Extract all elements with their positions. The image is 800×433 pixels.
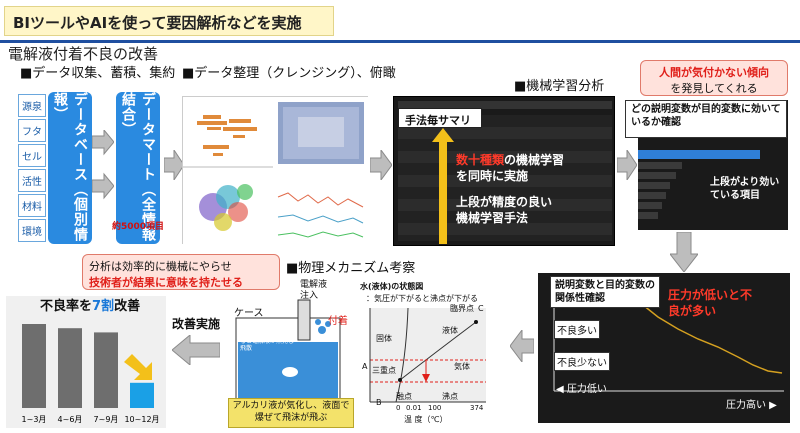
callout-analysis: 分析は効率的に機械にやらせ 技術者が結果に意味を持たせる <box>82 254 280 290</box>
ml-line2: を同時に実施 <box>456 169 529 183</box>
arrow-to-importance <box>617 150 637 180</box>
relation-x-low: ◀ 圧力低い <box>556 384 607 395</box>
database-block: データベース（個別情報） <box>48 92 92 244</box>
relation-x-high: 圧力高い ▶ <box>726 400 777 411</box>
header-divider <box>0 40 800 43</box>
phase-triple: 三重点 <box>372 366 396 375</box>
ml-line4: 機械学習手法 <box>456 211 529 225</box>
improvement-label: 改善実施 <box>172 317 221 331</box>
database-item: 環境 <box>18 219 46 242</box>
result-x-tick: 7~9月 <box>94 415 119 424</box>
result-title-pre: 不良率を <box>40 299 93 314</box>
datamart-block: データマート（全情報結合） <box>116 92 160 244</box>
phase-boiling: 沸点 <box>442 392 458 401</box>
ml-screen-rows <box>398 115 612 241</box>
database-item: 材料 <box>18 194 46 217</box>
result-bar <box>130 382 154 408</box>
section-data-cleansing: ■データ整理（クレンジング）、俯瞰 <box>182 66 396 81</box>
mechanism-inject: 電解液注入 <box>300 280 328 301</box>
phase-subtitle: ：気圧が下がると沸点が下がる <box>366 294 478 303</box>
importance-note: 上段がより効いている項目 <box>710 177 780 201</box>
phase-x-label: 温 度（℃） <box>404 415 448 424</box>
phase-melting: 融点 <box>396 392 412 401</box>
mechanism-diagram <box>226 280 348 428</box>
result-bar <box>22 324 46 408</box>
result-bars: 1~3月 4~6月 7~9月 10~12月 <box>22 324 160 424</box>
relation-y-high: 不良多い <box>554 320 600 339</box>
database-item: 源泉 <box>18 94 46 117</box>
result-title-post: 改善 <box>114 299 141 314</box>
phase-b: B <box>376 398 382 407</box>
arrow-improvement <box>172 335 220 365</box>
database-item-stack: 源泉 フタ セル 活性 材料 環境 <box>18 92 46 244</box>
phase-critical: 臨界点 <box>450 304 474 313</box>
phase-solid: 固体 <box>376 334 392 343</box>
database-label: データベース（個別情報） <box>52 92 88 242</box>
database-item: 活性 <box>18 169 46 192</box>
ml-up-arrow <box>432 128 454 244</box>
case-title: 電解液付着不良の改善 <box>8 45 159 63</box>
relation-x-low-text: 圧力低い <box>566 384 607 395</box>
database-item: フタ <box>18 119 46 142</box>
mechanism-adhesion: 付着 <box>328 316 348 327</box>
phase-liquid: 液体 <box>442 326 458 335</box>
phase-x-tick: 374 <box>470 404 484 412</box>
phase-x-tick: 0.01 <box>406 404 422 412</box>
importance-bars <box>638 150 760 219</box>
result-x-tick: 4~6月 <box>58 415 83 424</box>
relation-chart-title: 説明変数と目的変数の関係性確認 <box>550 276 660 308</box>
ml-line1-rest: の機械学習 <box>504 153 565 167</box>
database-item: セル <box>18 144 46 167</box>
ml-summary-badge: 手法毎サマリ <box>398 108 482 128</box>
result-chart: 不良率を7割改善 1~3月 4~6月 7~9月 10~12月 <box>6 296 166 428</box>
ml-line1: 数十種類の機械学習 <box>456 153 565 168</box>
phase-gas: 気体 <box>454 362 470 371</box>
arrow-to-ml <box>370 150 392 180</box>
arrow-to-physics <box>510 330 534 362</box>
relation-x-high-text: 圧力高い <box>726 400 766 411</box>
ml-screen-toolbar <box>398 101 612 109</box>
result-bar <box>94 332 118 408</box>
callout-analysis-line1: 分析は効率的に機械にやらせ <box>89 260 232 273</box>
section-ml: ■機械学習分析 <box>514 79 605 94</box>
ml-line3: 上段が精度の良い <box>456 195 553 209</box>
arrow-to-cleansing <box>164 150 184 180</box>
datamart-note: 約5000項目 <box>112 222 165 232</box>
phase-c: C <box>478 304 484 313</box>
section-data-collection: ■データ収集、蓄積、集約 <box>20 66 176 81</box>
phase-title: 水(液体)の状態図 <box>360 282 424 291</box>
result-title-num: 7割 <box>92 299 115 314</box>
cleansing-plots <box>182 96 369 245</box>
mechanism-graphic <box>235 299 341 405</box>
mechanism-case: ケース <box>234 308 264 319</box>
callout-human-red: 人間が気付かない傾向 <box>659 66 769 79</box>
callout-analysis-line2: 技術者が結果に意味を持たせる <box>89 276 243 289</box>
mechanism-note: ノズル先の圧力下がると電解液が蒸発し飛散 <box>240 330 295 352</box>
ml-line1-red: 数十種類 <box>456 153 505 167</box>
importance-question: どの説明変数が目的変数に効いているか確認 <box>625 100 787 138</box>
relation-highlight: 圧力が低いと不良が多い <box>668 288 753 318</box>
datamart-label: データマート（全情報結合） <box>120 92 156 242</box>
callout-human: 人間が気付かない傾向 を発見してくれる <box>640 60 788 96</box>
mechanism-bottom-note: アルカリ液が気化し、液面で爆ぜて飛沫が飛ぶ <box>228 398 354 428</box>
result-title: 不良率を7割改善 <box>40 299 141 315</box>
result-down-arrow <box>124 354 152 380</box>
page-header: BIツールやAIを使って要因解析などを実施 <box>4 6 334 36</box>
phase-x-tick: 0 <box>396 404 401 412</box>
cleansing-plot-graphic <box>183 97 369 245</box>
result-x-tick: 10~12月 <box>124 415 159 424</box>
result-x-tick: 1~3月 <box>22 415 47 424</box>
arrow-down <box>670 232 698 272</box>
phase-x-tick: 100 <box>428 404 442 412</box>
relation-y-low: 不良少ない <box>554 352 610 371</box>
phase-a: A <box>362 362 368 371</box>
phase-graphic <box>369 307 486 403</box>
result-bar <box>58 328 82 408</box>
callout-human-rest: を発見してくれる <box>670 82 758 95</box>
phase-diagram <box>356 282 490 426</box>
merge-arrows <box>92 130 114 200</box>
section-physics: ■物理メカニズム考察 <box>286 261 416 276</box>
